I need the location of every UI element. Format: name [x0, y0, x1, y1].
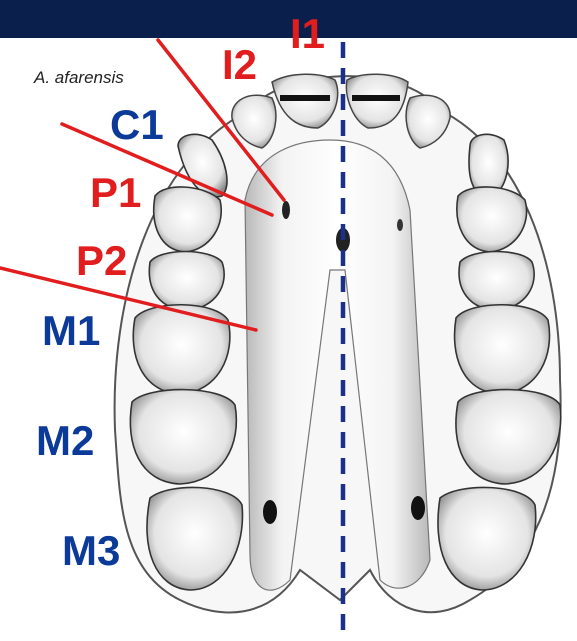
label-i1: I1: [290, 13, 325, 55]
label-i2: I2: [222, 44, 257, 86]
label-m1: M1: [42, 310, 100, 352]
foramen: [411, 496, 425, 520]
label-c1: C1: [110, 104, 164, 146]
species-label: A. afarensis: [34, 68, 124, 88]
foramen: [397, 219, 403, 231]
label-p2: P2: [76, 240, 127, 282]
label-m2: M2: [36, 420, 94, 462]
label-p1: P1: [90, 172, 141, 214]
label-m3: M3: [62, 530, 120, 572]
foramen: [263, 500, 277, 524]
foramen: [282, 201, 290, 219]
